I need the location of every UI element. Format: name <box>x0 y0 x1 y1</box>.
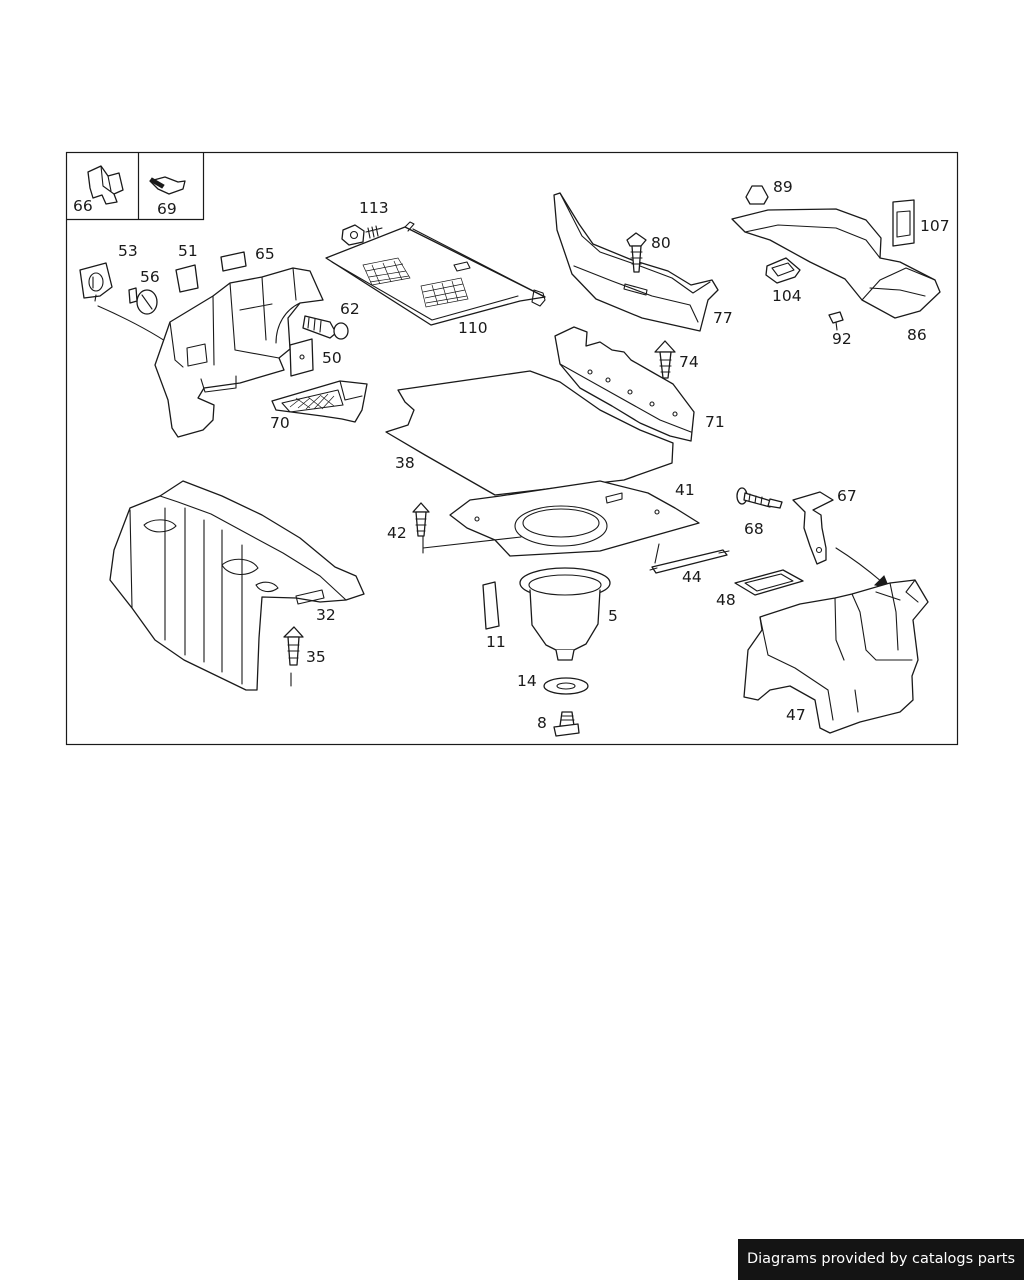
callout-11: 11 <box>486 633 506 651</box>
callout-70: 70 <box>270 414 290 432</box>
part-42-rivet-drawing <box>412 502 430 537</box>
part-86-shelf-trim-drawing <box>731 208 941 319</box>
callout-86: 86 <box>907 326 927 344</box>
part-53-bezel-drawing <box>79 262 113 302</box>
part-92-bolt-drawing <box>828 311 844 331</box>
callout-41: 41 <box>675 481 695 499</box>
callout-69: 69 <box>157 200 177 218</box>
part-66-clip-drawing <box>87 165 124 205</box>
callout-42: 42 <box>387 524 407 542</box>
callout-5: 5 <box>608 607 618 625</box>
part-68-screw-drawing <box>736 487 783 509</box>
part-8-bolt-drawing <box>553 711 580 737</box>
callout-80: 80 <box>651 234 671 252</box>
callout-65: 65 <box>255 245 275 263</box>
callout-107: 107 <box>920 217 950 235</box>
callout-68: 68 <box>744 520 764 538</box>
callout-38: 38 <box>395 454 415 472</box>
part-32-rear-panel-drawing <box>109 480 365 691</box>
callout-66: 66 <box>73 197 93 215</box>
part-38-floor-mat-drawing <box>385 370 674 496</box>
part-104-switch-drawing <box>765 257 801 284</box>
part-67-bracket-drawing <box>792 491 834 565</box>
callout-8: 8 <box>537 714 547 732</box>
part-11-pad-drawing <box>482 581 500 630</box>
callout-92: 92 <box>832 330 852 348</box>
part-48-trim-ring-drawing <box>734 569 804 596</box>
callout-32: 32 <box>316 606 336 624</box>
callout-14: 14 <box>517 672 537 690</box>
part-50-side-trim-drawing <box>154 267 324 438</box>
callout-51: 51 <box>178 242 198 260</box>
part-107-bracket-drawing <box>892 199 915 247</box>
part-74-rivet-drawing <box>654 340 676 379</box>
part-71-rear-wall-drawing <box>554 326 695 442</box>
callout-104: 104 <box>772 287 802 305</box>
inset-box <box>66 152 205 221</box>
callout-74: 74 <box>679 353 699 371</box>
part-62-plug-drawing <box>302 315 349 340</box>
callout-35: 35 <box>306 648 326 666</box>
part-80-clip-drawing <box>626 232 647 273</box>
callout-67: 67 <box>837 487 857 505</box>
callout-89: 89 <box>773 178 793 196</box>
leader-lines <box>422 535 660 564</box>
part-69-clip-drawing <box>149 176 186 195</box>
callout-113: 113 <box>359 199 389 217</box>
part-113-hook-drawing <box>341 224 383 246</box>
callout-50: 50 <box>322 349 342 367</box>
callout-110: 110 <box>458 319 488 337</box>
part-5-well-cup-drawing <box>519 567 611 661</box>
part-47-side-trim-drawing <box>743 579 929 734</box>
callout-71: 71 <box>705 413 725 431</box>
diagram-frame <box>65 151 959 746</box>
part-110-cargo-net-drawing <box>325 221 546 326</box>
part-56-knob-drawing <box>128 287 158 315</box>
part-51-cap-drawing <box>175 264 199 293</box>
callout-56: 56 <box>140 268 160 286</box>
callout-48: 48 <box>716 591 736 609</box>
part-70-vent-drawing <box>271 380 368 423</box>
pointer-arrow-67 <box>835 547 890 589</box>
part-44-strap-drawing <box>649 549 730 574</box>
part-35-rivet-drawing <box>283 626 304 687</box>
part-65-label-drawing <box>220 251 247 272</box>
callout-44: 44 <box>682 568 702 586</box>
callout-62: 62 <box>340 300 360 318</box>
callout-53: 53 <box>118 242 138 260</box>
part-41-floor-panel-drawing <box>422 480 700 557</box>
part-14-washer-drawing <box>543 677 589 695</box>
attribution-banner: Diagrams provided by catalogs parts <box>738 1239 1024 1280</box>
callout-47: 47 <box>786 706 806 724</box>
part-89-clip-drawing <box>745 185 769 205</box>
callout-77: 77 <box>713 309 733 327</box>
